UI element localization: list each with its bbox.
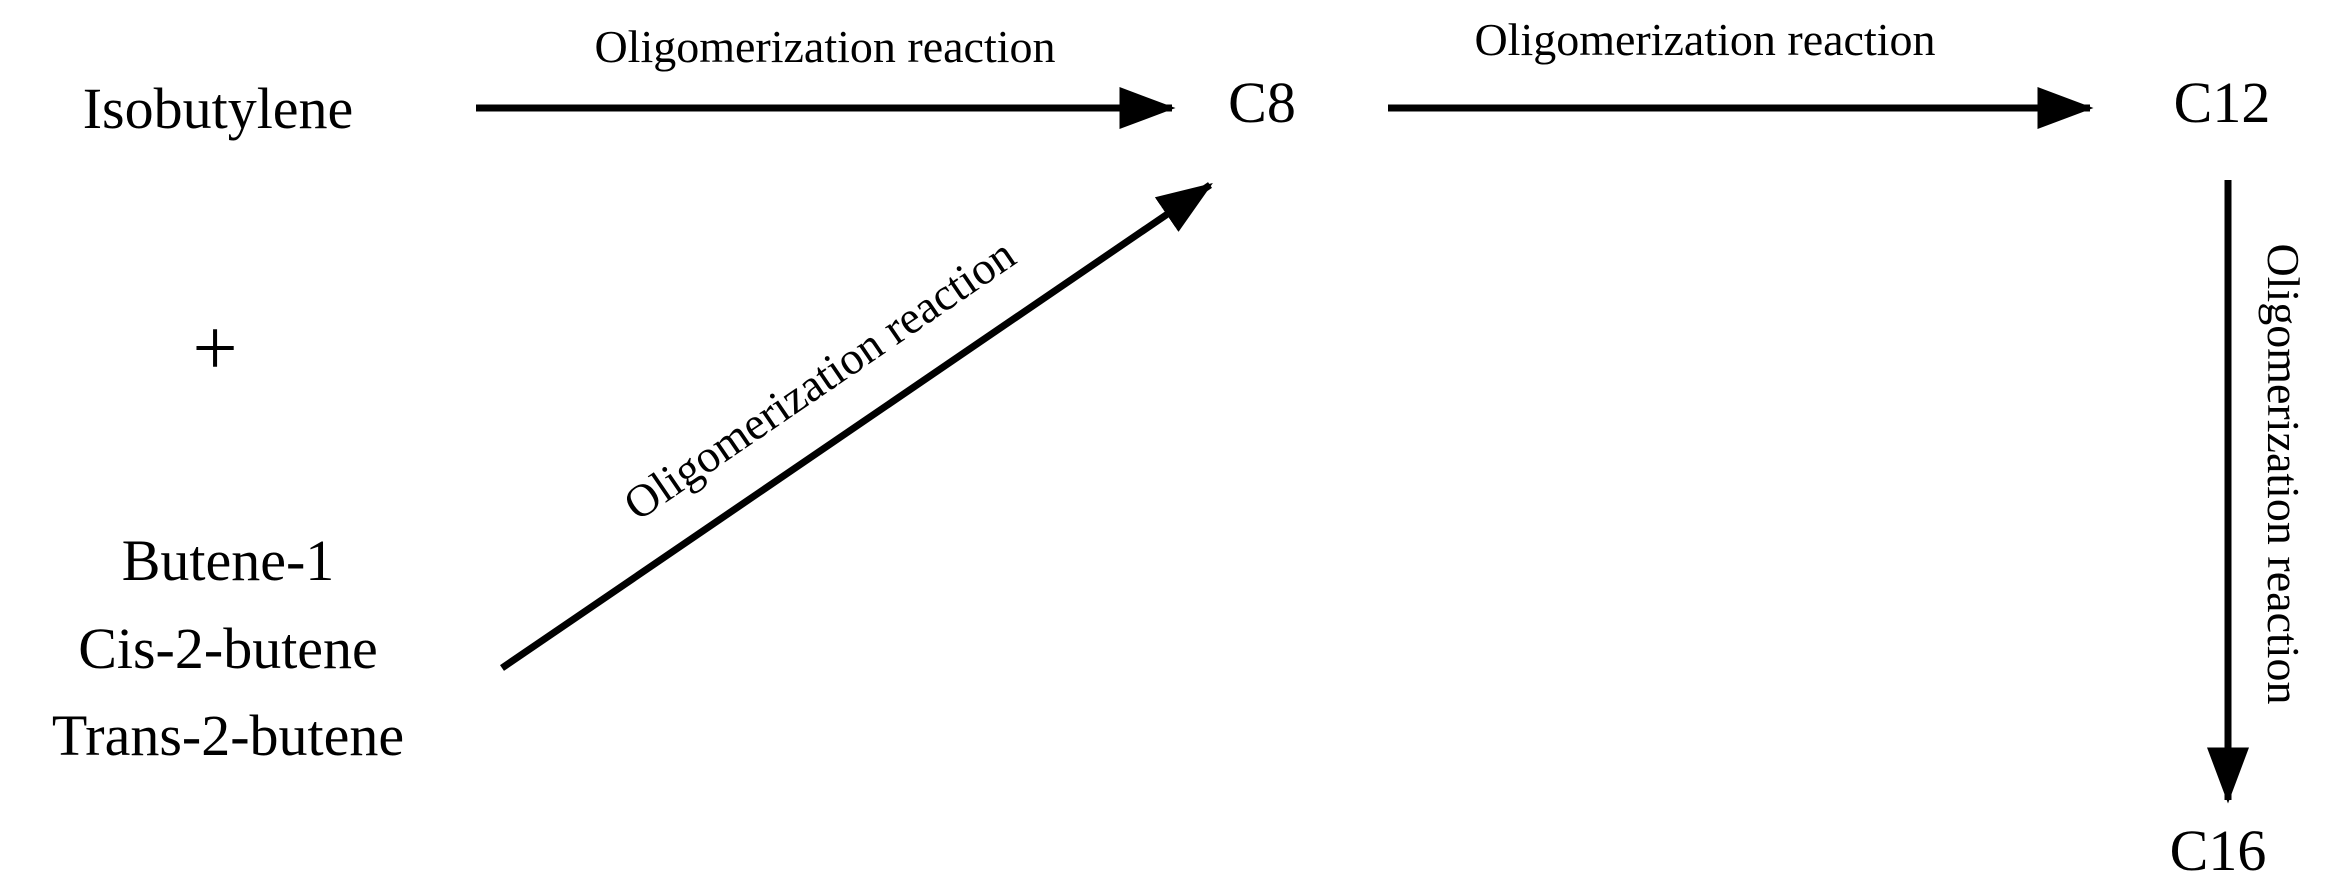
trans-2-butene-label: Trans-2-butene	[52, 703, 404, 768]
arrow-label-c8-to-c12: Oligomerization reaction	[1474, 14, 1935, 65]
arrow-label-c12-to-c16: Oligomerization reaction	[2258, 243, 2309, 704]
c8-label: C8	[1228, 70, 1296, 135]
c16-label: C16	[2170, 818, 2267, 883]
cis-2-butene-label: Cis-2-butene	[78, 616, 378, 681]
butene-1-label: Butene-1	[122, 528, 335, 593]
isobutylene-label: Isobutylene	[83, 76, 354, 141]
arrow-label-isobutylene-to-c8: Oligomerization reaction	[594, 21, 1055, 72]
arrow-label-butenes-to-c8: Oligomerization reaction	[614, 228, 1024, 530]
plus-sign: +	[192, 305, 237, 393]
c12-label: C12	[2174, 70, 2271, 135]
arrow-butenes-to-c8	[500, 182, 1213, 671]
